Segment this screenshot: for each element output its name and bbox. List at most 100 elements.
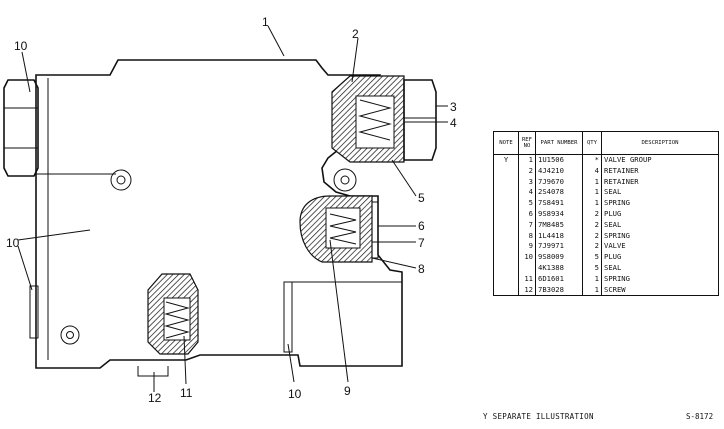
cell-qty: 1 xyxy=(582,187,602,199)
cell-part: 7B3028 xyxy=(535,284,583,297)
cell-qty: 1 xyxy=(582,284,602,297)
header-qty: QTY xyxy=(582,131,602,155)
cell-note xyxy=(493,198,519,209)
cell-qty: 4 xyxy=(582,165,602,177)
left-hex-plug xyxy=(3,79,39,339)
header-part-number: PART NUMBER xyxy=(535,131,583,155)
header-description: DESCRIPTION xyxy=(601,131,719,155)
cell-ref: 4 xyxy=(518,187,536,199)
cell-ref: 3 xyxy=(518,176,536,188)
cell-desc: SEAL xyxy=(601,187,719,199)
cell-note xyxy=(493,252,519,263)
callout-3: 3 xyxy=(450,100,457,114)
callout-numbers: 1 2 3 4 5 6 7 8 9 10 10 10 11 12 xyxy=(6,15,457,405)
cell-ref: 11 xyxy=(518,273,536,285)
callout-11: 11 xyxy=(180,386,193,400)
cell-note xyxy=(493,219,519,231)
header-note: NOTE xyxy=(493,131,519,155)
callout-10-bottom: 10 xyxy=(288,387,302,401)
cell-qty: 2 xyxy=(582,208,602,220)
cell-note xyxy=(493,241,519,253)
cell-desc: SPRING xyxy=(601,198,719,209)
valve-body xyxy=(35,59,403,377)
cell-desc: SEAL xyxy=(601,262,719,274)
cell-note: Y xyxy=(493,154,519,166)
cell-note xyxy=(493,165,519,177)
cell-qty: * xyxy=(582,154,602,166)
cell-part: 1U1506 xyxy=(535,154,583,166)
callout-4: 4 xyxy=(450,116,457,130)
footnote: Y SEPARATE ILLUSTRATION xyxy=(483,412,594,421)
callout-10-top: 10 xyxy=(14,39,28,53)
cell-qty: 1 xyxy=(582,176,602,188)
middle-plug-assembly xyxy=(299,195,379,263)
callout-10-left: 10 xyxy=(6,236,20,250)
cell-ref xyxy=(518,262,536,274)
cell-note xyxy=(493,273,519,285)
cell-part: 9S8009 xyxy=(535,252,583,263)
callout-2: 2 xyxy=(352,27,359,41)
callout-8: 8 xyxy=(418,262,425,276)
cell-desc: PLUG xyxy=(601,208,719,220)
cell-ref: 8 xyxy=(518,230,536,242)
cell-qty: 2 xyxy=(582,241,602,253)
cell-desc: RETAINER xyxy=(601,176,719,188)
callout-1: 1 xyxy=(262,15,269,29)
callout-12: 12 xyxy=(148,391,162,405)
cell-note xyxy=(493,176,519,188)
cell-desc: SEAL xyxy=(601,219,719,231)
cell-note xyxy=(493,208,519,220)
cell-note xyxy=(493,230,519,242)
cell-ref: 7 xyxy=(518,219,536,231)
cell-qty: 5 xyxy=(582,252,602,263)
cell-ref: 9 xyxy=(518,241,536,253)
cell-part: 6D1601 xyxy=(535,273,583,285)
drawing-number: S-8172 xyxy=(686,412,714,421)
callout-9: 9 xyxy=(344,384,351,398)
table-header: NOTE REF NO PART NUMBER QTY DESCRIPTION xyxy=(493,131,719,155)
callout-5: 5 xyxy=(418,191,425,205)
cell-desc: SCREW xyxy=(601,284,719,297)
leader-lines xyxy=(17,25,448,392)
cell-ref: 12 xyxy=(518,284,536,297)
cell-qty: 2 xyxy=(582,230,602,242)
cell-desc: VALVE xyxy=(601,241,719,253)
lower-spring-plug xyxy=(147,273,199,355)
cell-note xyxy=(493,262,519,274)
cell-ref: 6 xyxy=(518,208,536,220)
cell-desc: SPRING xyxy=(601,230,719,242)
cell-qty: 2 xyxy=(582,219,602,231)
parts-list-table: NOTE REF NO PART NUMBER QTY DESCRIPTION … xyxy=(493,131,719,297)
cell-qty: 1 xyxy=(582,198,602,209)
callout-7: 7 xyxy=(418,236,425,250)
callout-6: 6 xyxy=(418,219,425,233)
cell-note xyxy=(493,187,519,199)
cell-part: 7M8485 xyxy=(535,219,583,231)
cell-note xyxy=(493,284,519,297)
cell-part: 1L4418 xyxy=(535,230,583,242)
cell-desc: SPRING xyxy=(601,273,719,285)
cell-desc: VALVE GROUP xyxy=(601,154,719,166)
cell-ref: 2 xyxy=(518,165,536,177)
cell-desc: RETAINER xyxy=(601,165,719,177)
cell-ref: 5 xyxy=(518,198,536,209)
header-ref: REF NO xyxy=(518,131,536,155)
cell-part: 7J9670 xyxy=(535,176,583,188)
cell-ref: 1 xyxy=(518,154,536,166)
cell-ref: 10 xyxy=(518,252,536,263)
cell-part: 7J9971 xyxy=(535,241,583,253)
